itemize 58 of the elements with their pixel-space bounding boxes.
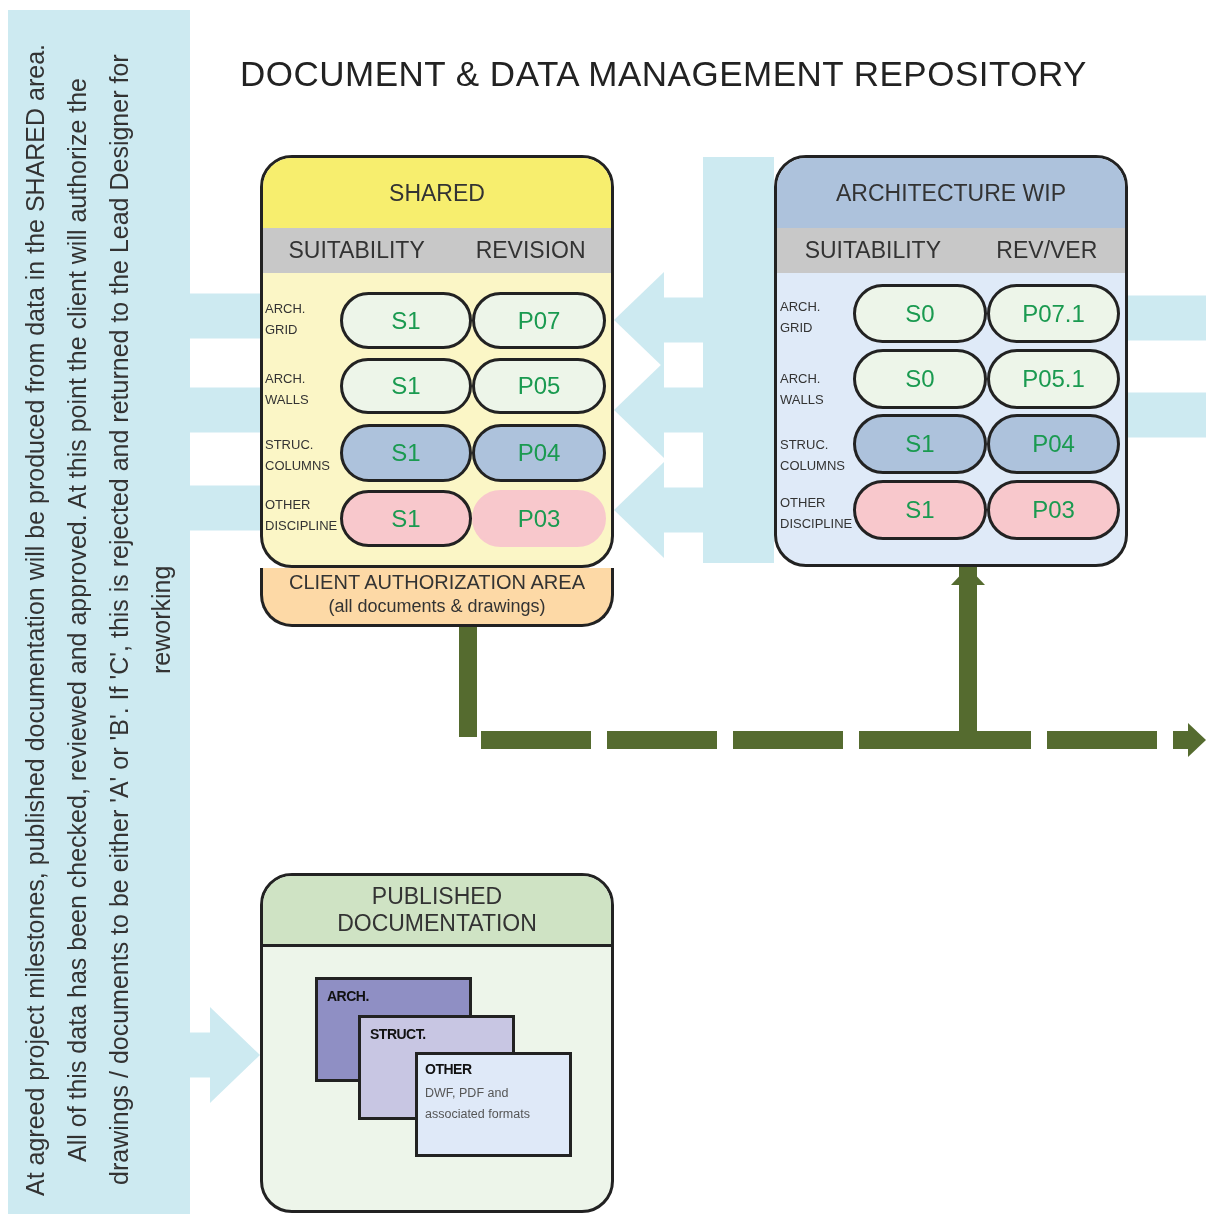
note-panel (8, 10, 190, 1214)
status-pill: P04 (987, 414, 1120, 474)
status-pill: P05 (472, 358, 606, 414)
arrow (614, 362, 703, 458)
card-text: DWF, PDF and associated formats (425, 1085, 531, 1123)
status-pill: P07.1 (987, 284, 1120, 343)
panel-title: SHARED (263, 158, 611, 228)
row-label: ARCH. GRID (265, 300, 307, 339)
status-pill: S1 (340, 424, 472, 482)
column-header: REVISION (475, 237, 586, 264)
card-title: OTHER (425, 1061, 473, 1077)
status-pill: P05.1 (987, 349, 1120, 409)
document-card: ARCH. (315, 977, 472, 1015)
status-pill: P03 (472, 490, 606, 547)
dashed-arrow (959, 567, 1206, 757)
area-subtitle: (all documents & drawings) (327, 596, 547, 617)
column-header: SUITABILITY (804, 237, 941, 264)
note-text: At agreed project milestones, published documentation will be produced from data in the SHARED area. All of this data has been checked, reviewed and approved. At this point the client will authorize the drawings / documents to be either 'A' or 'B'. If 'C', this is rejected and returned to the Lead Designer for reworking (20, 43, 176, 1198)
column-header-band (263, 228, 611, 273)
row-label: OTHER DISCIPLINE (780, 494, 854, 533)
row-label: STRUC. COLUMNS (265, 436, 331, 475)
panel (260, 568, 614, 627)
status-pill: P07 (472, 292, 606, 349)
column-header-band (777, 228, 1125, 273)
column-header: SUITABILITY (288, 237, 425, 264)
arrow (614, 272, 703, 368)
row-label: ARCH. WALLS (265, 370, 310, 409)
status-pill: P04 (472, 424, 606, 482)
column-header: REV/VER (996, 237, 1098, 264)
connector-band (190, 387, 260, 433)
status-pill: S0 (853, 349, 987, 409)
document-card: STRUCT. (358, 1015, 515, 1052)
flow-band (703, 157, 774, 563)
row-label: OTHER DISCIPLINE (265, 496, 339, 535)
status-pill: S1 (340, 490, 472, 547)
connector-band (1128, 295, 1206, 341)
status-pill: S1 (853, 480, 987, 540)
row-label: STRUC. COLUMNS (780, 436, 846, 475)
status-pill: S1 (853, 414, 987, 474)
connector-band (190, 485, 260, 531)
panel (260, 155, 614, 568)
panel-title: PUBLISHED DOCUMENTATION (263, 876, 611, 947)
status-pill: S1 (340, 292, 472, 349)
row-label: ARCH. WALLS (780, 370, 825, 409)
arrow (190, 1007, 260, 1103)
panel (774, 155, 1128, 567)
area-title: CLIENT AUTHORIZATION AREA (288, 571, 586, 594)
status-pill: P03 (987, 480, 1120, 540)
document-card (415, 1052, 572, 1157)
connector-band (1128, 392, 1206, 438)
status-pill: S1 (340, 358, 472, 414)
diagram-title: DOCUMENT & DATA MANAGEMENT REPOSITORY (240, 54, 1087, 94)
arrow (614, 462, 703, 558)
panel (260, 873, 614, 1213)
connector-band (190, 293, 260, 339)
row-label: ARCH. GRID (780, 298, 822, 337)
status-pill: S0 (853, 284, 987, 343)
panel-title: ARCHITECTURE WIP (777, 158, 1125, 228)
